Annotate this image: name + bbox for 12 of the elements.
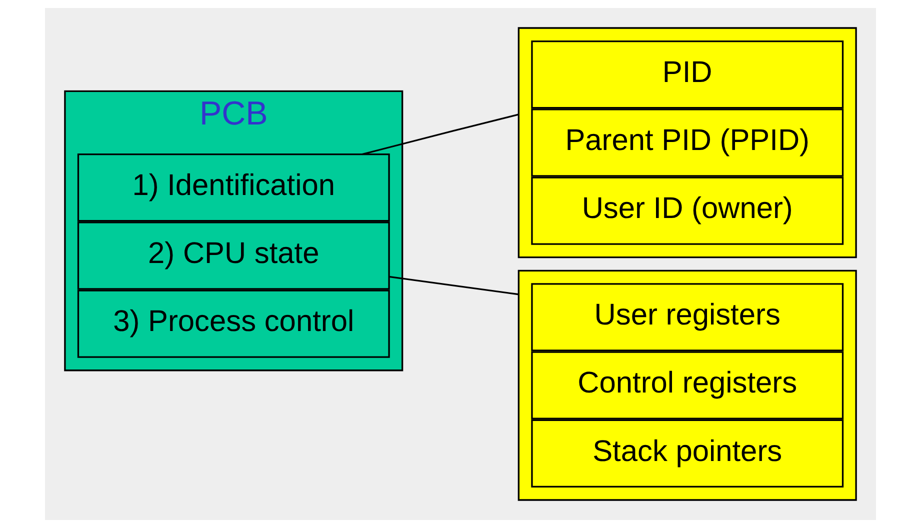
connector <box>362 114 519 156</box>
node-box: Stack pointers <box>531 419 844 488</box>
node-box: User registers <box>531 283 844 352</box>
node-box: Parent PID (PPID) <box>531 108 844 177</box>
cluster <box>518 27 857 258</box>
node-box: 2) CPU state <box>77 222 390 290</box>
cluster <box>518 270 857 501</box>
node-box: PID <box>531 40 844 109</box>
node-box: User ID (owner) <box>531 176 844 245</box>
node-box: 1) Identification <box>77 153 390 222</box>
node-box: 3) Process control <box>77 290 390 358</box>
node-box: Control registers <box>531 351 844 420</box>
